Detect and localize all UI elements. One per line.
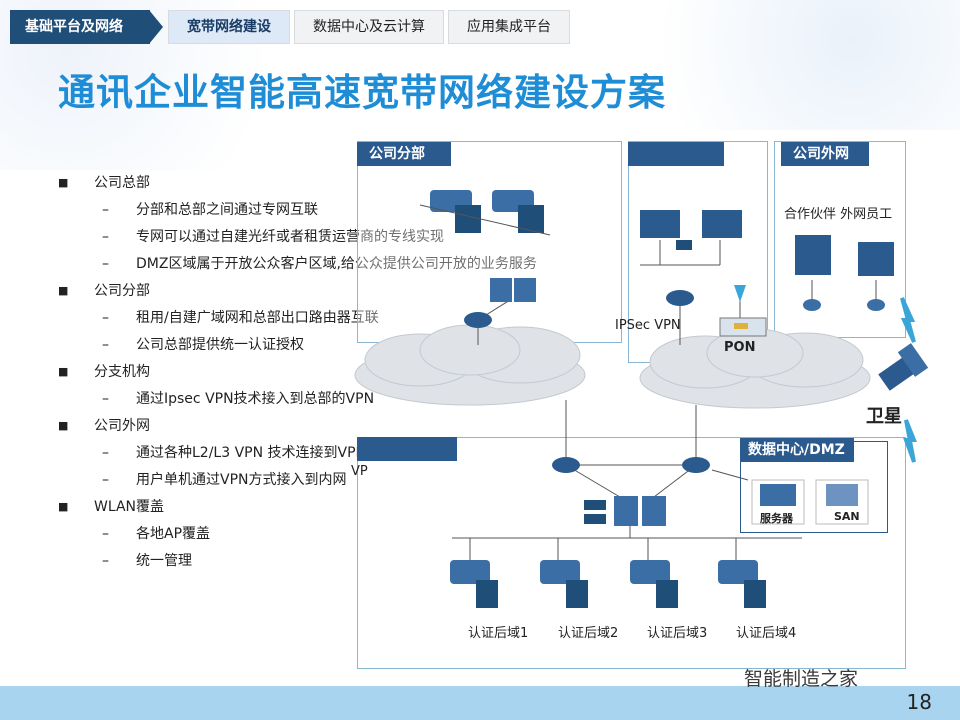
- wan-cloud-right: [639, 328, 871, 409]
- core-router-icon: [552, 457, 710, 473]
- satellite-label: 卫星: [866, 406, 902, 427]
- bullet-list: 公司总部 分部和总部之间通过专网互联 专网可以通过自建光纤或者租赁运营商的专线实…: [58, 172, 618, 577]
- auth-domain-label: 认证后域1: [468, 626, 529, 641]
- hq-region: [357, 437, 906, 669]
- branch-firewall-icon: [490, 278, 536, 302]
- tab-basic-platform[interactable]: 基础平台及网络: [10, 10, 163, 44]
- auth-domain-label: 认证后域2: [558, 626, 619, 641]
- bullet-extranet: 公司外网: [58, 415, 618, 442]
- tab-datacenter[interactable]: 数据中心及云计算: [294, 10, 444, 44]
- branch-label: 公司分部: [357, 142, 451, 166]
- sub-bullet: 统一管理: [58, 550, 618, 577]
- bullet-wlan: WLAN覆盖: [58, 496, 618, 523]
- hq-label-bar: [357, 437, 457, 461]
- sub-bullet: 各地AP覆盖: [58, 523, 618, 550]
- wan-cloud-left: [354, 324, 586, 406]
- sub-bullet: 通过各种L2/L3 VPN 技术连接到VPN服务器: [58, 442, 618, 469]
- footer-bar: [0, 686, 960, 720]
- ipsec-label: IPSec VPN: [615, 318, 681, 333]
- pon-device-icon: [719, 285, 767, 337]
- partners-label: 合作伙伴 外网员工: [784, 207, 893, 222]
- satellite-icon: [878, 297, 929, 463]
- auth-domain-label: 认证后域4: [736, 626, 797, 641]
- core-switch-icon: [584, 496, 666, 526]
- tab-integration[interactable]: 应用集成平台: [448, 10, 570, 44]
- sub-bullet: 专网可以通过自建光纤或者租赁运营商的专线实现: [58, 226, 618, 253]
- extranet-label: 公司外网: [781, 142, 869, 166]
- dmz-server-icon: [751, 479, 869, 525]
- office-workstation-icon: [640, 210, 742, 250]
- sub-bullet: 公司总部提供统一认证授权: [58, 334, 618, 361]
- tab-broadband[interactable]: 宽带网络建设: [168, 10, 290, 44]
- page-number: 18: [906, 690, 932, 714]
- branch-servers-icon: [419, 190, 551, 236]
- server-label: 服务器: [760, 512, 793, 525]
- san-label: SAN: [834, 510, 860, 523]
- branch-router-icon: [464, 312, 492, 328]
- auth-domain-server-icon: [450, 560, 766, 608]
- bullet-branch: 公司分部: [58, 280, 618, 307]
- branch-region: [357, 141, 622, 343]
- dmz-label: 数据中心/DMZ: [740, 438, 854, 462]
- sub-bullet: 用户单机通过VPN方式接入到内网: [58, 469, 618, 496]
- bullet-hq: 公司总部: [58, 172, 618, 199]
- office-label-bar: [628, 142, 724, 166]
- page-title: 通讯企业智能高速宽带网络建设方案: [58, 71, 666, 114]
- partner-user-icon: [795, 235, 831, 311]
- ipsec-router-icon: [666, 290, 694, 306]
- watermark: 智能制造之家: [744, 668, 859, 690]
- pon-label: PON: [724, 340, 756, 355]
- sub-bullet: 租用/自建广域网和总部出口路由器互联: [58, 307, 618, 334]
- section-tabs: 基础平台及网络 宽带网络建设 数据中心及云计算 应用集成平台: [10, 10, 574, 46]
- sub-bullet: 分部和总部之间通过专网互联: [58, 199, 618, 226]
- bullet-office: 分支机构: [58, 361, 618, 388]
- sub-bullet: 通过Ipsec VPN技术接入到总部的VPN: [58, 388, 618, 415]
- vpn-fragment-label: VP: [351, 464, 368, 479]
- sub-bullet: DMZ区域属于开放公众客户区域,给公众提供公司开放的业务服务: [58, 253, 618, 280]
- background-floral-right: [600, 0, 960, 130]
- remote-employee-icon: [858, 242, 894, 311]
- auth-domain-label: 认证后域3: [647, 626, 708, 641]
